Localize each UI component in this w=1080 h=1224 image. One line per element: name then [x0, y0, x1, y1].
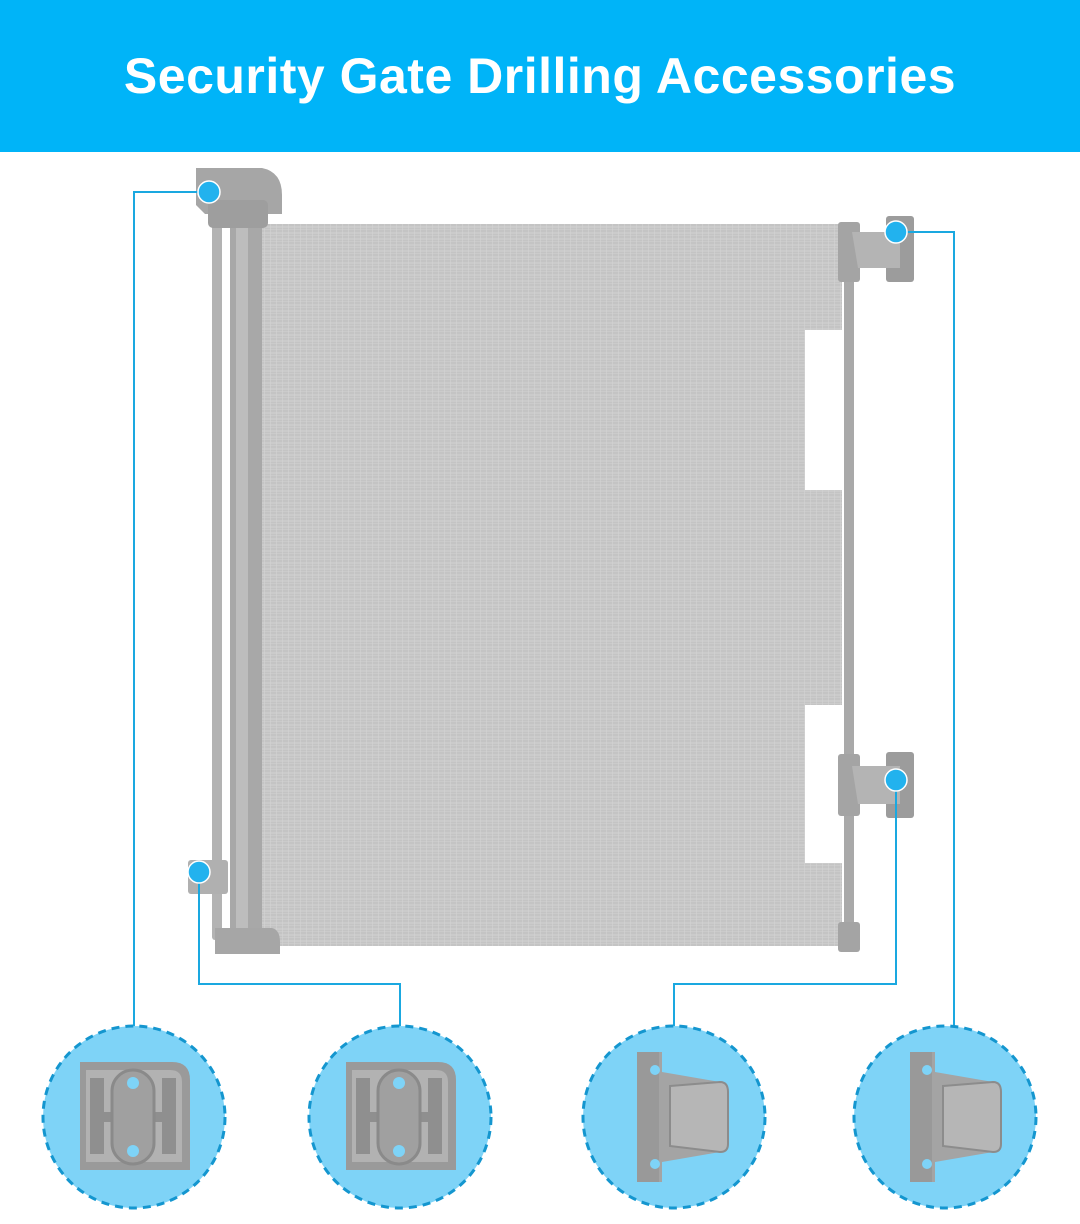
callout-dot: [187, 860, 211, 884]
detail-circle-hook-bracket-1: [581, 1024, 767, 1210]
header-banner: Security Gate Drilling Accessories: [0, 0, 1080, 152]
callout-dot: [884, 220, 908, 244]
detail-circle-base-plate-1: [41, 1024, 227, 1210]
base-plate-icon: [80, 1062, 190, 1170]
hook-bracket-icon: [910, 1052, 1002, 1182]
callout-dot: [884, 768, 908, 792]
gate-mesh-panel: [262, 224, 845, 946]
callout-lines: [133, 191, 955, 1028]
detail-circle-hook-bracket-2: [852, 1024, 1038, 1210]
gate-latch-post: [838, 216, 914, 952]
detail-circle-base-plate-2: [307, 1024, 493, 1210]
gate-roller-housing: [188, 168, 282, 954]
callout-dot: [197, 180, 221, 204]
page-title: Security Gate Drilling Accessories: [123, 48, 957, 104]
base-plate-icon: [346, 1062, 456, 1170]
hook-bracket-icon: [637, 1052, 729, 1182]
